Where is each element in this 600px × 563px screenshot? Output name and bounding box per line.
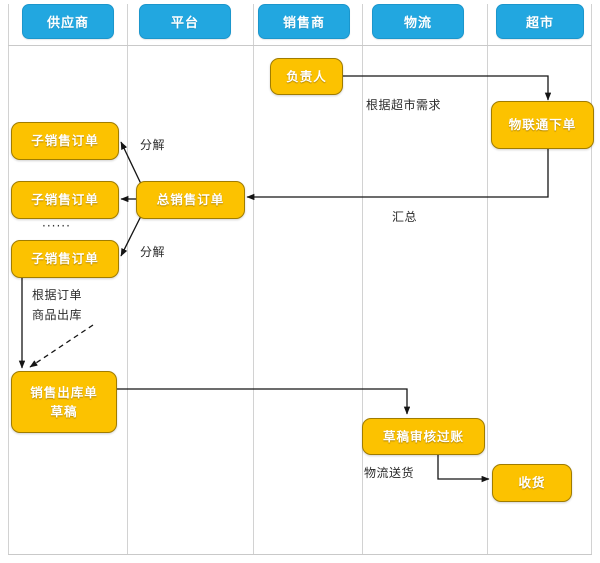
node-sub-order-2[interactable]: 子销售订单 (11, 181, 119, 219)
node-iot-order[interactable]: 物联通下单 (491, 101, 594, 149)
node-audit-post[interactable]: 草稿审核过账 (362, 418, 485, 455)
lane-divider-3 (362, 4, 363, 555)
edge-main-order-to-sub-order-3 (120, 213, 143, 257)
edge-label-decompose-bottom: 分解 (140, 245, 166, 259)
node-sub-order-2-line-1: 子销售订单 (31, 192, 99, 208)
node-outbound-draft[interactable]: 销售出库单 草稿 (11, 371, 117, 433)
lane-header-logistics[interactable]: 物流 (372, 4, 464, 39)
edge-audit-post-to-receive (437, 453, 490, 483)
grid-edge-bottom (8, 554, 592, 555)
node-owner[interactable]: 负责人 (270, 58, 343, 95)
lane-header-platform[interactable]: 平台 (139, 4, 231, 39)
node-outbound-draft-line-2: 草稿 (50, 404, 78, 419)
node-audit-post-line-1: 草稿审核过账 (382, 428, 464, 444)
node-sub-order-3-line-1: 子销售订单 (31, 251, 99, 267)
swimlane-grid (8, 4, 592, 555)
node-sub-order-3[interactable]: 子销售订单 (11, 240, 119, 278)
lane-header-logistics-label: 物流 (403, 16, 432, 31)
edge-iot-order-to-main-order (246, 148, 549, 201)
lane-header-platform-label: 平台 (170, 16, 199, 31)
node-outbound-draft-line-1: 销售出库单 (30, 384, 98, 400)
edge-label-decompose-top: 分解 (140, 138, 166, 152)
lane-divider-1 (127, 4, 128, 555)
lane-header-supermarket[interactable]: 超市 (496, 4, 584, 39)
ellipsis-more-sub-orders: ······ (42, 219, 71, 233)
lane-header-supermarket-label: 超市 (525, 16, 554, 31)
edge-label-goods-outbound: 商品出库 (32, 308, 83, 322)
node-sub-order-1[interactable]: 子销售订单 (11, 122, 119, 160)
node-receive[interactable]: 收货 (492, 464, 572, 502)
edge-outbound-to-audit-post (117, 388, 411, 415)
node-receive-line-1: 收货 (518, 475, 546, 491)
lane-header-distributor-label: 销售商 (282, 16, 325, 31)
grid-edge-left (8, 4, 9, 555)
edge-label-logistics-ship: 物流送货 (364, 466, 415, 480)
edge-label-aggregate: 汇总 (392, 210, 418, 224)
lane-header-rule (8, 45, 592, 46)
grid-edge-right (591, 4, 592, 555)
edge-main-order-to-sub-order-1 (120, 141, 143, 187)
edge-owner-to-iot-order (341, 75, 552, 101)
lane-header-distributor[interactable]: 销售商 (258, 4, 350, 39)
lane-header-supplier[interactable]: 供应商 (22, 4, 114, 39)
edge-label-by-order: 根据订单 (32, 288, 83, 302)
node-main-order-line-1: 总销售订单 (156, 192, 225, 208)
lane-divider-4 (487, 4, 488, 555)
node-owner-line-1: 负责人 (286, 68, 327, 84)
lane-divider-2 (253, 4, 254, 555)
lane-header-supplier-label: 供应商 (46, 16, 89, 31)
node-iot-order-line-1: 物联通下单 (508, 117, 577, 133)
edge-label-by-market-demand: 根据超市需求 (366, 98, 442, 112)
node-sub-order-1-line-1: 子销售订单 (31, 133, 99, 149)
node-main-order[interactable]: 总销售订单 (136, 181, 245, 219)
edge-goods-outbound-dashed (29, 324, 94, 368)
